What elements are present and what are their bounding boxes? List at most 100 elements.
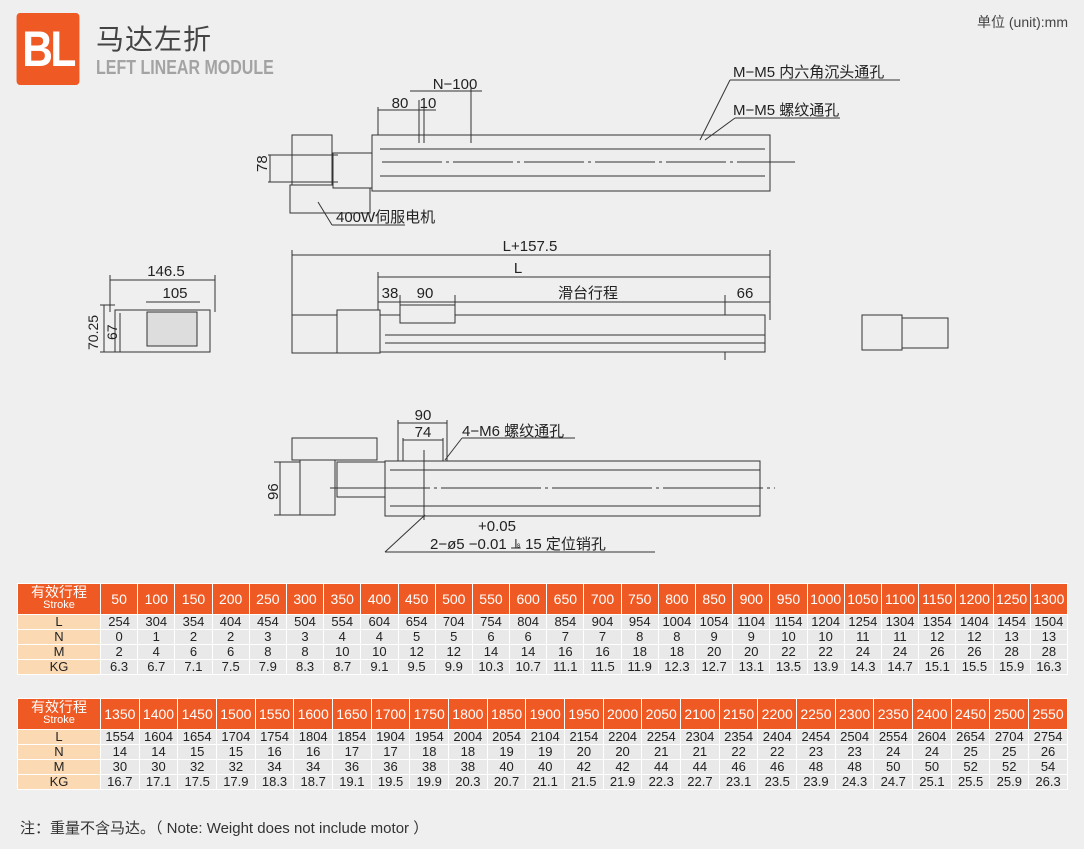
table-cell: 1904 — [370, 729, 411, 745]
table-cell: 14 — [471, 644, 511, 660]
table-cell: 2504 — [834, 729, 875, 745]
stroke-value: 1700 — [370, 698, 411, 730]
table-cell: 904 — [583, 614, 622, 630]
table-cell: 2304 — [680, 729, 720, 745]
table-cell: 9.5 — [397, 659, 436, 675]
table-cell: 1104 — [732, 614, 771, 630]
table-cell: 17 — [332, 744, 372, 760]
table-cell: 30 — [138, 759, 179, 775]
table-cell: 10.7 — [509, 659, 548, 675]
table-cell: 22.7 — [680, 774, 720, 790]
label-counterbore-holes: M−M5 内六角沉头通孔 — [733, 64, 884, 81]
table-cell: 11 — [880, 629, 920, 645]
table-cell: 11.1 — [546, 659, 585, 675]
stroke-value: 1200 — [955, 583, 994, 615]
table-cell: 25.9 — [989, 774, 1030, 790]
table-cell: 3 — [248, 629, 287, 645]
stroke-value: 550 — [471, 583, 511, 615]
table-cell: 754 — [471, 614, 511, 630]
table-cell: 554 — [323, 614, 362, 630]
table-cell: 1404 — [955, 614, 994, 630]
dim-70-25: 70.25 — [85, 315, 101, 350]
table-cell: 2154 — [564, 729, 604, 745]
table-cell: 19 — [525, 744, 566, 760]
table-cell: 21 — [641, 744, 682, 760]
table-cell: 16.7 — [100, 774, 140, 790]
stroke-value: 1950 — [564, 698, 604, 730]
row-label: KG — [17, 659, 101, 675]
table-cell: 1354 — [918, 614, 957, 630]
table-cell: 7 — [546, 629, 585, 645]
table-cell: 8 — [248, 644, 287, 660]
stroke-value: 1250 — [992, 583, 1031, 615]
table-cell: 304 — [137, 614, 176, 630]
table-cell: 10 — [360, 644, 399, 660]
table-cell: 14.3 — [843, 659, 882, 675]
table-cell: 7.5 — [211, 659, 250, 675]
table-cell: 1554 — [100, 729, 140, 745]
stroke-value: 1050 — [843, 583, 882, 615]
stroke-value: 450 — [397, 583, 436, 615]
stroke-value: 900 — [732, 583, 771, 615]
table-cell: 24 — [912, 744, 952, 760]
stroke-value: 1150 — [918, 583, 957, 615]
table-cell: 19.9 — [409, 774, 450, 790]
table-cell: 1954 — [409, 729, 450, 745]
table-cell: 854 — [546, 614, 585, 630]
stroke-value: 1400 — [138, 698, 179, 730]
table-cell: 7 — [583, 629, 622, 645]
table-cell: 17.1 — [138, 774, 179, 790]
table-cell: 1304 — [880, 614, 920, 630]
table-cell: 50 — [912, 759, 952, 775]
table-cell: 44 — [641, 759, 682, 775]
table-cell: 2554 — [873, 729, 914, 745]
table-cell: 26 — [955, 644, 994, 660]
table-cell: 20.3 — [448, 774, 488, 790]
table-cell: 8.3 — [285, 659, 325, 675]
table-cell: 18 — [620, 644, 659, 660]
table-cell: 19.5 — [370, 774, 411, 790]
stroke-value: 2450 — [950, 698, 991, 730]
label-m6-holes: 4−M6 螺纹通孔 — [462, 423, 564, 440]
table-cell: 9.9 — [434, 659, 473, 675]
stroke-value: 150 — [174, 583, 213, 615]
table-cell: 24 — [880, 644, 920, 660]
table-cell: 13.1 — [732, 659, 771, 675]
table-cell: 8 — [620, 629, 659, 645]
label-thread-holes: M−M5 螺纹通孔 — [733, 102, 839, 119]
table-cell: 17.5 — [177, 774, 218, 790]
table-cell: 28 — [992, 644, 1031, 660]
stroke-value: 1300 — [1029, 583, 1069, 615]
table-cell: 24 — [843, 644, 882, 660]
dim-80: 80 — [392, 95, 409, 112]
table-cell: 1004 — [657, 614, 697, 630]
table-cell: 16 — [254, 744, 295, 760]
stroke-value: 350 — [323, 583, 362, 615]
table-cell: 32 — [177, 759, 218, 775]
table-cell: 13 — [1029, 629, 1069, 645]
stroke-value: 600 — [509, 583, 548, 615]
table-cell: 22 — [718, 744, 759, 760]
table-cell: 804 — [509, 614, 548, 630]
table-cell: 44 — [680, 759, 720, 775]
table-cell: 34 — [293, 759, 334, 775]
top-view: N−100 80 10 78 M−M5 内六角沉头通孔 M−M5 螺纹通孔 40… — [254, 64, 900, 226]
table-cell: 6.7 — [137, 659, 176, 675]
stroke-value: 1550 — [254, 698, 295, 730]
table-cell: 11.5 — [583, 659, 622, 675]
table-cell: 40 — [486, 759, 527, 775]
table-cell: 12.7 — [694, 659, 734, 675]
table-cell: 4 — [323, 629, 362, 645]
dim-90: 90 — [417, 285, 434, 302]
table-cell: 2754 — [1028, 729, 1068, 745]
table-cell: 20 — [694, 644, 734, 660]
dim-146-5: 146.5 — [147, 263, 185, 280]
table-cell: 48 — [834, 759, 875, 775]
table-cell: 14 — [100, 744, 140, 760]
